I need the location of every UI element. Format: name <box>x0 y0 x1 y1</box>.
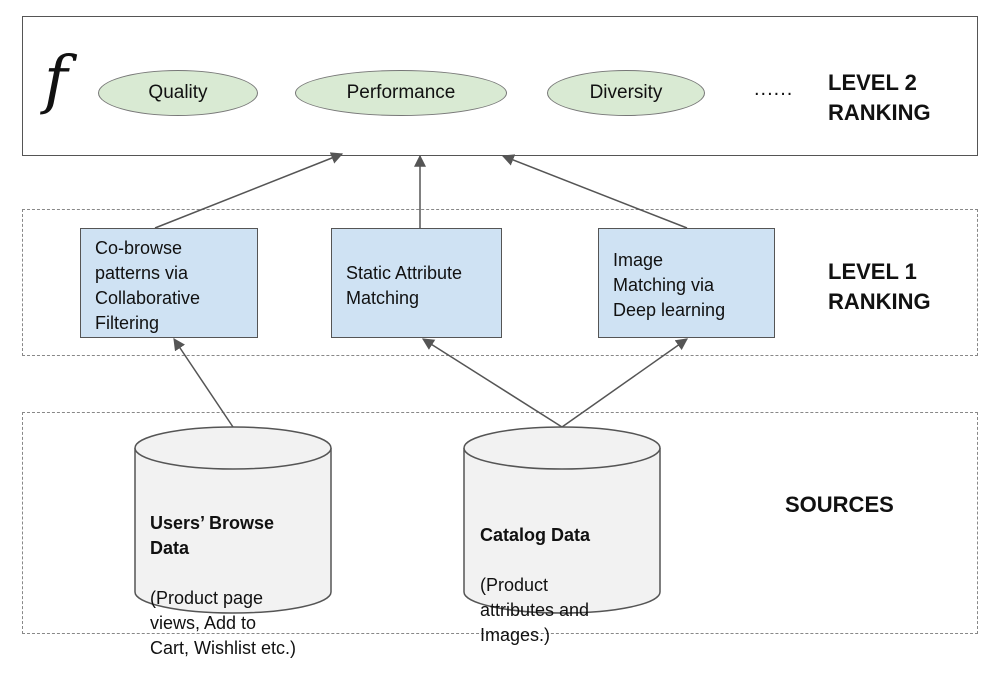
level1-title-line1: LEVEL 1 <box>828 259 917 284</box>
arrow-catalog-to-static <box>421 338 563 428</box>
level2-panel <box>22 16 978 156</box>
catalog-data-description: (Product attributes and Images.) <box>480 575 590 645</box>
sources-panel <box>22 412 978 634</box>
arrow-cobrowse-to-level2 <box>154 152 344 229</box>
criterion-performance: Performance <box>295 70 507 116</box>
arrow-catalog-to-image <box>561 338 688 428</box>
catalog-data-label: Catalog Data (Product attributes and Ima… <box>480 498 655 673</box>
arrow-browse-to-cobrowse <box>173 338 234 428</box>
level1-title: LEVEL 1 RANKING <box>828 257 931 317</box>
level2-title-line2: RANKING <box>828 100 931 125</box>
function-symbol: f <box>44 43 68 117</box>
users-browse-data-label: Users’ Browse Data (Product page views, … <box>150 486 335 686</box>
sources-title: SOURCES <box>785 492 894 517</box>
cobrowse-filtering-box: Co-browse patterns via Collaborative Fil… <box>80 228 258 338</box>
users-browse-data-cylinder <box>134 426 332 614</box>
level2-title-line1: LEVEL 2 <box>828 70 917 95</box>
level1-panel <box>22 209 978 356</box>
criterion-quality: Quality <box>98 70 258 116</box>
users-browse-data-description: (Product page views, Add to Cart, Wishli… <box>150 588 297 658</box>
image-matching-box: Image Matching via Deep learning <box>598 228 775 338</box>
level2-title: LEVEL 2 RANKING <box>828 68 931 128</box>
diagram-overlay <box>134 152 688 614</box>
users-browse-data-title: Users’ Browse Data <box>150 513 275 558</box>
static-attribute-matching-box: Static Attribute Matching <box>331 228 502 338</box>
more-criteria-ellipsis: ...... <box>754 78 794 100</box>
level1-title-line2: RANKING <box>828 289 931 314</box>
arrow-image-to-level2 <box>501 154 688 229</box>
criterion-diversity: Diversity <box>547 70 705 116</box>
catalog-data-title: Catalog Data <box>480 525 591 545</box>
catalog-data-cylinder <box>463 426 661 614</box>
